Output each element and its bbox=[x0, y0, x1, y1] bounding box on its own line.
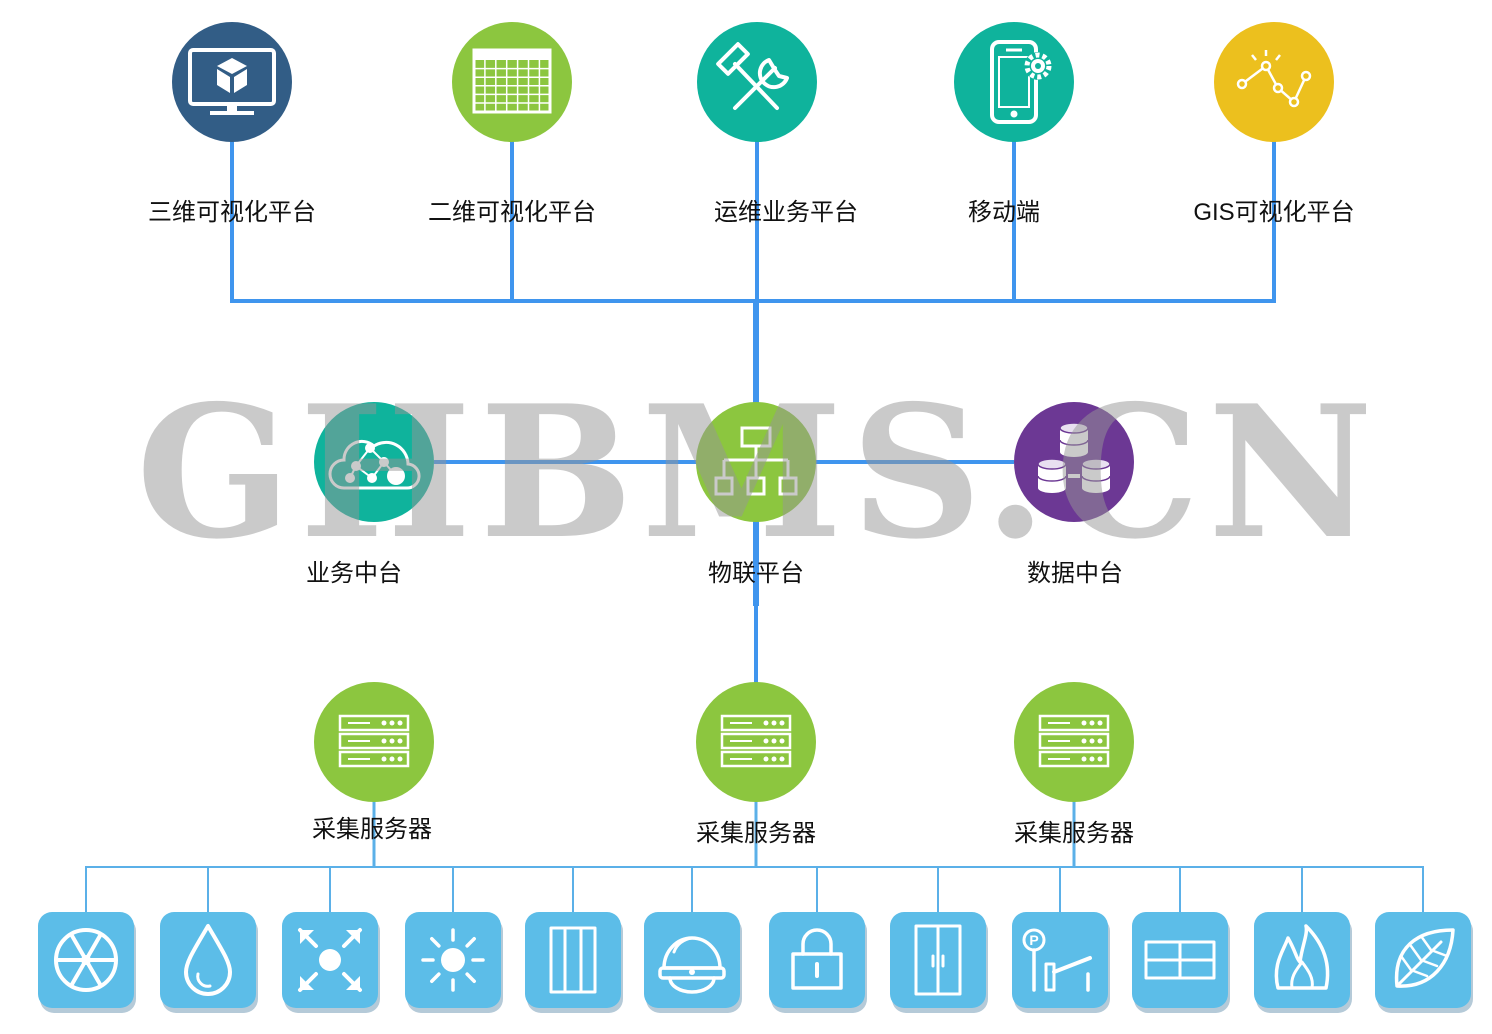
device-tile-1 bbox=[38, 912, 136, 1013]
label-3d-platform: 三维可视化平台 bbox=[148, 199, 316, 226]
mobile-gear-icon bbox=[990, 40, 1052, 124]
node-server-1 bbox=[314, 682, 434, 802]
server-rack-icon bbox=[720, 714, 792, 768]
node-server-3 bbox=[1014, 682, 1134, 802]
device-tile-5 bbox=[525, 912, 623, 1013]
label-2d-platform: 二维可视化平台 bbox=[428, 199, 596, 226]
expand-arrows-icon bbox=[298, 928, 362, 992]
node-business-middle bbox=[314, 402, 434, 522]
label-iot-platform: 物联平台 bbox=[708, 560, 804, 587]
label-server-3: 采集服务器 bbox=[1014, 820, 1134, 847]
fire-icon bbox=[1274, 924, 1330, 990]
device-tile-6 bbox=[644, 912, 742, 1013]
device-tile-10 bbox=[1132, 912, 1230, 1013]
label-gis-platform: GIS可视化平台 bbox=[1193, 199, 1355, 226]
line-chart-icon bbox=[1236, 50, 1312, 108]
device-tile-9: P bbox=[1012, 912, 1110, 1013]
fan-icon bbox=[54, 928, 118, 992]
device-tile-2 bbox=[160, 912, 258, 1013]
device-tile-8 bbox=[890, 912, 988, 1013]
server-rack-icon bbox=[1038, 714, 1110, 768]
dome-camera-icon bbox=[658, 936, 726, 994]
node-3d-platform bbox=[172, 22, 292, 142]
label-server-1: 采集服务器 bbox=[312, 816, 432, 843]
device-tile-11 bbox=[1254, 912, 1352, 1013]
node-ops-platform bbox=[697, 22, 817, 142]
label-mobile: 移动端 bbox=[968, 199, 1040, 226]
cloud-network-icon bbox=[328, 439, 421, 490]
device-tile-12 bbox=[1375, 912, 1473, 1013]
label-server-2: 采集服务器 bbox=[696, 820, 816, 847]
window-panel-icon bbox=[1144, 940, 1216, 980]
leaf-icon bbox=[1394, 928, 1455, 988]
node-data-middle bbox=[1014, 402, 1134, 522]
device-tile-7 bbox=[769, 912, 867, 1013]
wrench-tools-icon bbox=[716, 42, 789, 110]
cabinet-icon bbox=[549, 926, 597, 994]
label-ops-platform: 运维业务平台 bbox=[714, 199, 858, 226]
table-grid-icon bbox=[472, 48, 552, 114]
device-tile-4 bbox=[405, 912, 503, 1013]
label-business-middle: 业务中台 bbox=[306, 560, 402, 587]
device-tile-3 bbox=[282, 912, 380, 1013]
water-drop-icon bbox=[184, 924, 232, 996]
database-cluster-icon bbox=[1037, 422, 1111, 493]
monitor-cube-icon bbox=[188, 48, 276, 115]
node-server-2 bbox=[696, 682, 816, 802]
node-mobile bbox=[954, 22, 1074, 142]
server-rack-icon bbox=[338, 714, 410, 768]
sun-light-icon bbox=[421, 928, 485, 992]
svg-text:P: P bbox=[1029, 932, 1038, 948]
parking-barrier-icon: P bbox=[1022, 928, 1092, 992]
node-2d-platform bbox=[452, 22, 572, 142]
node-gis-platform bbox=[1214, 22, 1334, 142]
node-iot-platform bbox=[696, 402, 816, 522]
padlock-icon bbox=[791, 928, 843, 990]
label-data-middle: 数据中台 bbox=[1027, 560, 1123, 587]
org-hierarchy-icon bbox=[714, 426, 798, 496]
double-door-icon bbox=[914, 924, 962, 996]
